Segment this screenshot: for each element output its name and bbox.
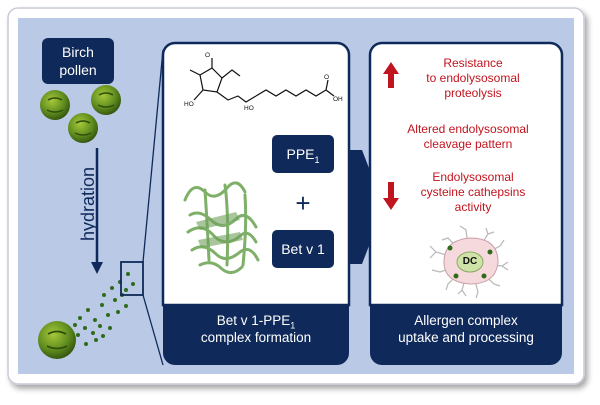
svg-text:HO: HO xyxy=(244,105,254,112)
right-footer-line1: Allergen complex xyxy=(414,313,518,328)
effect-resistance-line3: proteolysis xyxy=(444,86,502,100)
bet-v-1-box xyxy=(272,230,334,268)
middle-footer: Bet v 1-PPE1 complex formation xyxy=(165,312,347,346)
middle-footer-line1: Bet v 1-PPE1 xyxy=(165,312,347,331)
complex-subscript: 1 xyxy=(290,320,296,331)
hydration-label: hydration xyxy=(78,166,98,242)
effect-cathepsins-line3: activity xyxy=(454,200,492,214)
svg-text:OH: OH xyxy=(333,96,343,103)
ppe1-subscript: 1 xyxy=(314,154,320,165)
effect-resistance: Resistance to endolysosomal proteolysis xyxy=(398,56,548,101)
birch-pollen-label: Birch pollen xyxy=(42,38,114,84)
right-footer-line2: uptake and processing xyxy=(398,330,534,345)
effect-cleavage-line2: cleavage pattern xyxy=(423,137,513,151)
effect-resistance-line1: Resistance xyxy=(443,56,503,70)
complex-name: Bet v 1-PPE xyxy=(216,313,291,328)
birch-pollen-line1: Birch xyxy=(62,44,94,60)
effect-cathepsins-line2: cysteine cathepsins xyxy=(420,185,526,199)
effect-cathepsins-line1: Endolysosomal xyxy=(432,170,514,184)
ppe1-box xyxy=(272,135,334,173)
effect-resistance-line2: to endolysosomal xyxy=(426,71,520,85)
right-panel xyxy=(368,41,564,365)
svg-text:O: O xyxy=(205,52,210,59)
ppe1-text: PPE xyxy=(286,146,315,162)
effect-cleavage: Altered endolysosomal cleavage pattern xyxy=(378,122,558,152)
zoom-box xyxy=(120,261,144,296)
plus-sign: + xyxy=(295,188,311,218)
zoom-line-top xyxy=(142,49,164,263)
released-particles xyxy=(73,272,135,346)
effect-cathepsins: Endolysosomal cysteine cathepsins activi… xyxy=(398,170,548,215)
dc-label: DC xyxy=(462,256,478,267)
protein-sheets xyxy=(196,212,243,248)
up-arrow-icon xyxy=(383,62,399,88)
process-arrow xyxy=(349,150,384,264)
svg-text:HO: HO xyxy=(184,101,194,108)
down-arrow-icon xyxy=(383,182,399,210)
structure-atoms: O HO HO OH O xyxy=(184,52,343,112)
middle-footer-line2: complex formation xyxy=(200,330,312,345)
right-footer: Allergen complex uptake and processing xyxy=(372,312,560,346)
pollen-grain-icon xyxy=(68,113,98,143)
hydrated-pollen-icon xyxy=(38,321,76,359)
dendritic-cell-icon xyxy=(429,225,509,299)
hydration-arrow-head xyxy=(91,262,103,274)
pollen-grain-icon xyxy=(91,85,121,115)
pollen-grain-icon xyxy=(40,90,70,120)
effect-cleavage-line1: Altered endolysosomal xyxy=(407,122,529,136)
ppe1-structure xyxy=(189,58,335,103)
zoom-line-bottom xyxy=(142,294,164,366)
svg-text:O: O xyxy=(324,74,329,81)
ppe1-label: PPE1 xyxy=(272,144,334,164)
bet-v-1-label: Bet v 1 xyxy=(281,241,325,257)
birch-pollen-line2: pollen xyxy=(59,62,97,78)
